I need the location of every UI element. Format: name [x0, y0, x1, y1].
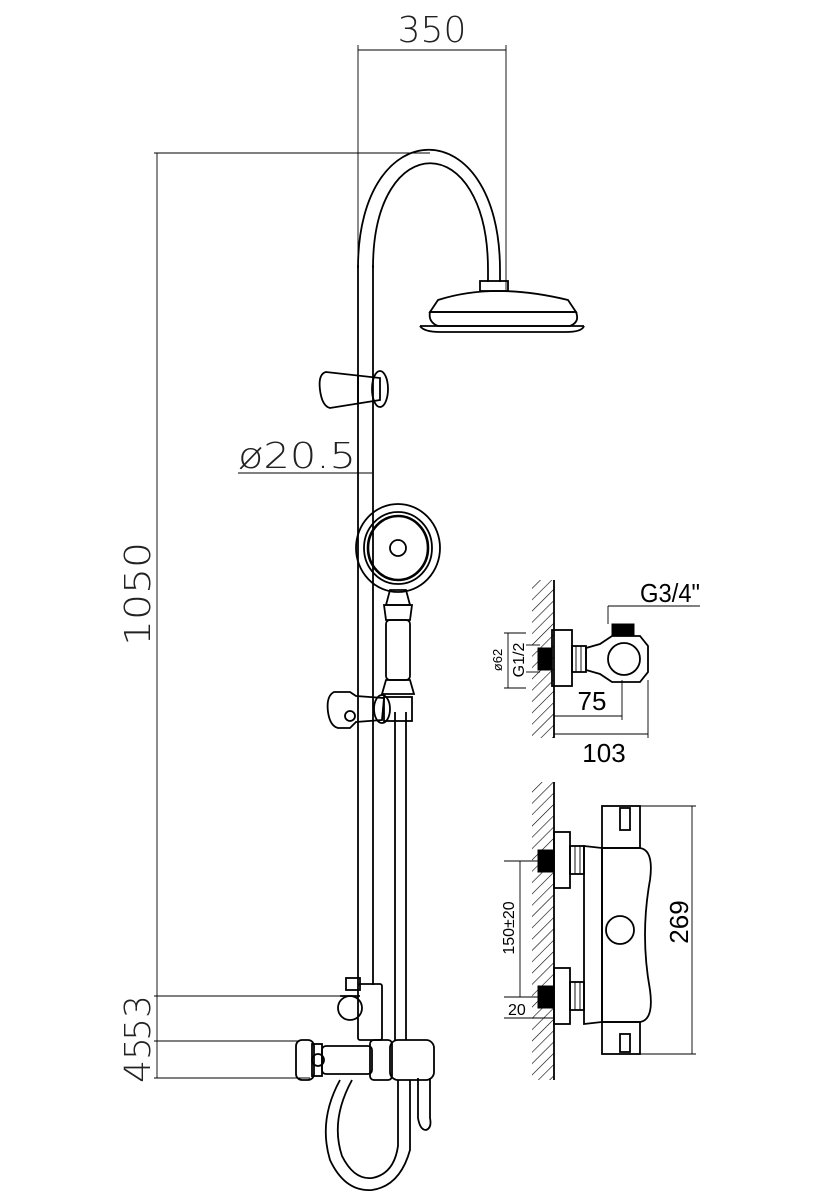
dim-inlet-centers: 150±20: [501, 901, 518, 954]
dim-riser-diameter: ø20.5: [238, 436, 356, 477]
gooseneck-arm: [357, 148, 501, 282]
upper-holder: [318, 370, 389, 409]
rain-shower-head: [419, 280, 585, 333]
front-detail: 150±20 20 269: [501, 782, 696, 1080]
dim-lower-offset-b: 45: [118, 1037, 159, 1083]
side-detail: G3/4" 75 103 ø62 G1/2: [490, 578, 700, 768]
hand-shower: [355, 503, 441, 695]
dim-valve-height: 269: [664, 900, 694, 943]
dim-outlet-thread: G3/4": [640, 578, 700, 608]
dim-flange-diameter: ø62: [490, 649, 505, 671]
dim-total-height: 1050: [118, 542, 159, 646]
riser-pipe: [357, 265, 407, 1040]
dimension-lines: [154, 45, 507, 1079]
dim-head-reach: 350: [398, 10, 467, 51]
dim-lower-offset-a: 53: [118, 995, 159, 1041]
shower-column: 350 ø20.5 1050 53 45: [118, 10, 585, 1191]
diverter: [337, 977, 383, 1041]
mixer-body: [295, 1039, 435, 1131]
wall-hatch-lower: [532, 782, 554, 1080]
dim-inlet-depth: 20: [508, 1002, 526, 1019]
dim-projection-inner: 75: [578, 686, 607, 716]
dim-inlet-thread: G1/2: [511, 643, 528, 678]
shower-hose: [324, 1079, 411, 1191]
lower-holder: [326, 691, 413, 729]
dim-projection-outer: 103: [582, 738, 625, 768]
